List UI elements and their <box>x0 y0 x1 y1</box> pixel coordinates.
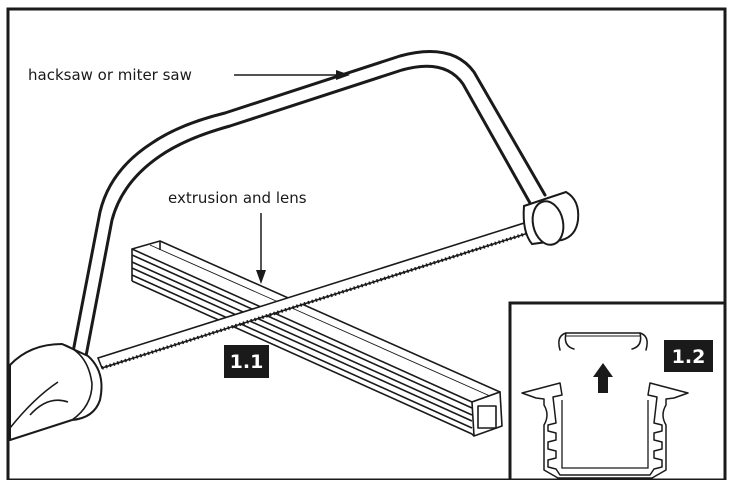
up-arrow-shaft <box>598 376 608 393</box>
hacksaw-label: hacksaw or miter saw <box>28 66 192 84</box>
svg-text:1.1: 1.1 <box>230 351 264 373</box>
step-badge-main: 1.1 <box>224 345 269 378</box>
channel-inner-wall <box>561 400 649 469</box>
saw-handle <box>9 343 103 441</box>
svg-text:1.2: 1.2 <box>672 346 706 368</box>
extrusion-leader-arrow <box>256 213 266 284</box>
step-badge-inset: 1.2 <box>664 340 713 372</box>
inset-panel: 1.2 <box>508 301 727 480</box>
blade-tensioner-knob <box>522 190 580 246</box>
saw-blade <box>96 217 546 370</box>
up-arrow <box>593 363 613 377</box>
extrusion-profile <box>131 240 503 437</box>
outer-frame <box>6 7 727 480</box>
hacksaw-leader-arrow <box>234 70 350 80</box>
lens-clip <box>558 332 648 351</box>
channel-profile <box>521 382 689 479</box>
extrusion-label: extrusion and lens <box>168 189 307 207</box>
